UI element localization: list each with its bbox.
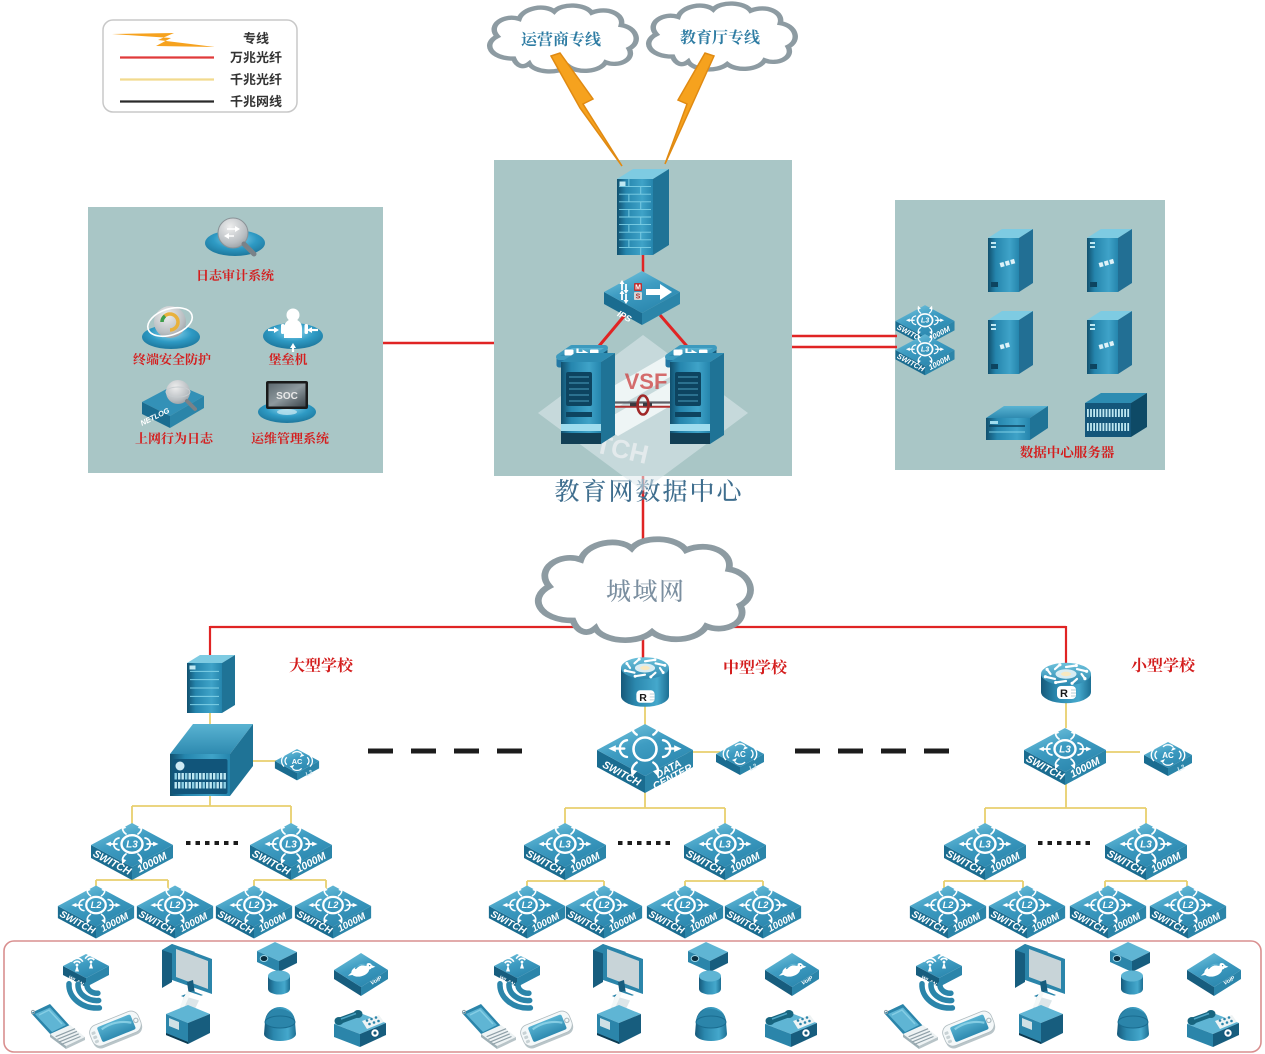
svg-text:L3: L3 bbox=[979, 839, 991, 850]
svg-text:AC: AC bbox=[292, 757, 303, 766]
svg-text:AC: AC bbox=[1162, 751, 1174, 760]
svg-text:L3: L3 bbox=[285, 839, 297, 850]
svg-text:L2: L2 bbox=[249, 900, 261, 910]
svg-text:L2: L2 bbox=[170, 900, 182, 910]
svg-text:L2: L2 bbox=[1022, 900, 1034, 910]
svg-text:AC: AC bbox=[734, 750, 746, 759]
svg-text:L3: L3 bbox=[921, 345, 929, 354]
svg-text:M: M bbox=[635, 285, 641, 292]
svg-text:R: R bbox=[1060, 688, 1068, 700]
svg-text:L3: L3 bbox=[719, 839, 731, 850]
svg-text:L2: L2 bbox=[680, 900, 692, 910]
svg-text:S: S bbox=[636, 294, 641, 301]
svg-text:L2: L2 bbox=[91, 900, 103, 910]
svg-text:L2: L2 bbox=[943, 900, 955, 910]
svg-text:R: R bbox=[639, 692, 647, 704]
svg-text:VSF: VSF bbox=[625, 369, 668, 394]
svg-text:VoIP: VoIP bbox=[801, 975, 815, 986]
svg-text:L3: L3 bbox=[305, 769, 315, 778]
svg-text:VoIP: VoIP bbox=[1223, 975, 1237, 986]
svg-text:L3: L3 bbox=[921, 316, 929, 325]
svg-text:L2: L2 bbox=[599, 900, 611, 910]
svg-text:L2: L2 bbox=[1103, 900, 1115, 910]
svg-text:SOC: SOC bbox=[276, 391, 298, 402]
svg-text:L3: L3 bbox=[748, 763, 758, 773]
svg-text:L2: L2 bbox=[328, 900, 340, 910]
svg-text:L3: L3 bbox=[1176, 764, 1186, 774]
svg-text:L2: L2 bbox=[522, 900, 534, 910]
svg-text:L2: L2 bbox=[758, 900, 770, 910]
svg-text:L3: L3 bbox=[1140, 839, 1152, 850]
svg-text:L3: L3 bbox=[126, 839, 138, 850]
svg-text:VoIP: VoIP bbox=[370, 975, 384, 986]
svg-text:L2: L2 bbox=[1183, 900, 1195, 910]
svg-text:L3: L3 bbox=[1059, 744, 1071, 755]
svg-text:L3: L3 bbox=[559, 839, 571, 850]
